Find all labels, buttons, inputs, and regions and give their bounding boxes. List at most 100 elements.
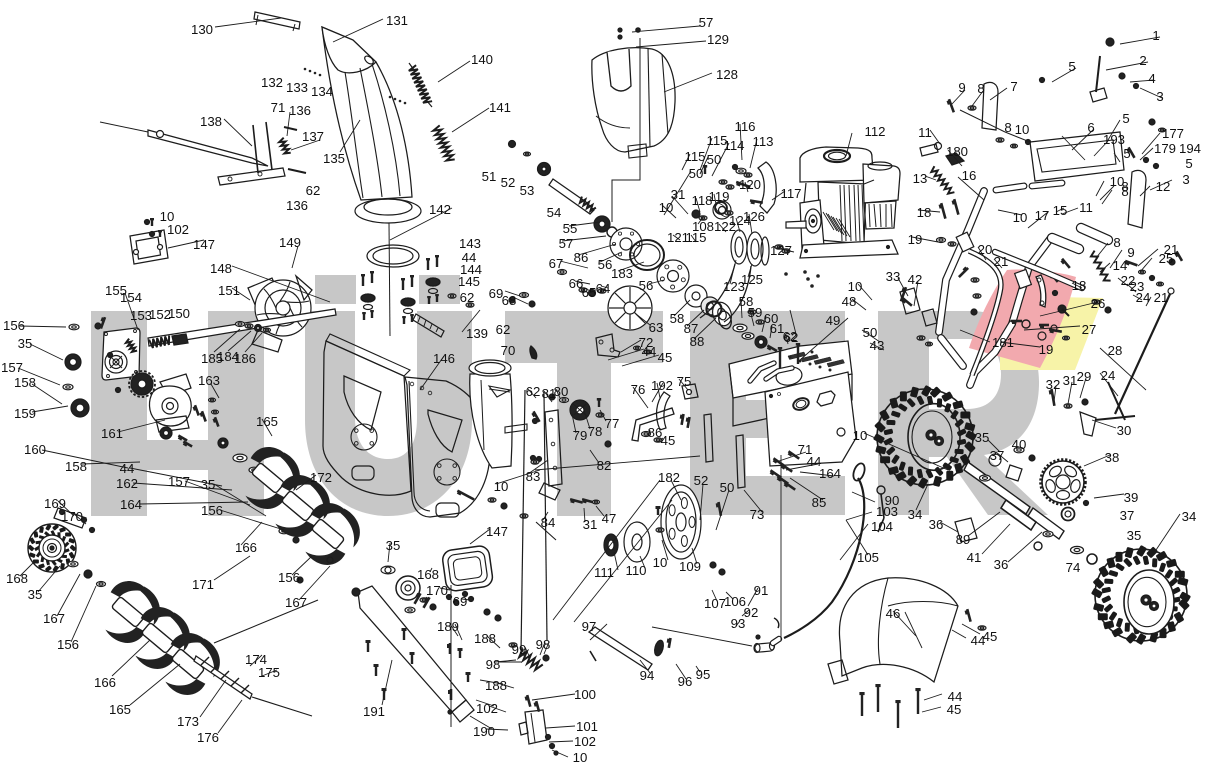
svg-text:10: 10 (494, 479, 509, 494)
svg-text:122: 122 (714, 219, 736, 234)
svg-text:50: 50 (863, 325, 878, 340)
svg-text:166: 166 (235, 540, 257, 555)
svg-text:89: 89 (956, 532, 971, 547)
svg-text:16: 16 (962, 168, 977, 183)
svg-text:71: 71 (271, 100, 286, 115)
svg-text:9: 9 (1127, 245, 1134, 260)
svg-text:160: 160 (24, 442, 46, 457)
svg-text:21: 21 (1154, 290, 1169, 305)
svg-text:164: 164 (819, 466, 841, 481)
svg-text:46: 46 (886, 606, 901, 621)
svg-text:11: 11 (918, 125, 932, 140)
svg-text:115: 115 (706, 133, 727, 148)
svg-text:86: 86 (648, 425, 663, 440)
svg-text:168: 168 (6, 571, 28, 586)
svg-text:5: 5 (1185, 156, 1192, 171)
svg-text:158: 158 (65, 459, 87, 474)
svg-text:156: 156 (57, 637, 79, 652)
svg-text:14: 14 (1113, 258, 1128, 273)
svg-text:129: 129 (707, 32, 729, 47)
svg-text:114: 114 (723, 138, 744, 153)
svg-text:62: 62 (783, 329, 798, 344)
svg-text:4: 4 (1148, 71, 1155, 86)
svg-text:44: 44 (971, 633, 986, 648)
svg-text:36: 36 (994, 557, 1009, 572)
svg-text:81: 81 (542, 386, 557, 401)
svg-text:132: 132 (261, 75, 283, 90)
svg-text:138: 138 (200, 114, 222, 129)
svg-text:188: 188 (485, 678, 507, 693)
svg-text:182: 182 (658, 470, 680, 485)
svg-text:35: 35 (28, 587, 43, 602)
svg-text:101: 101 (576, 719, 598, 734)
svg-text:5: 5 (1122, 111, 1129, 126)
svg-text:96: 96 (678, 674, 693, 689)
svg-text:97: 97 (582, 619, 597, 634)
svg-text:170: 170 (61, 509, 83, 524)
svg-text:161: 161 (101, 426, 123, 441)
svg-text:51: 51 (482, 169, 497, 184)
svg-text:76: 76 (631, 382, 646, 397)
svg-text:8: 8 (977, 81, 984, 96)
svg-text:21: 21 (1164, 242, 1179, 257)
svg-text:133: 133 (286, 80, 308, 95)
svg-text:18: 18 (917, 205, 932, 220)
svg-text:186: 186 (234, 351, 256, 366)
svg-text:85: 85 (812, 495, 827, 510)
svg-text:149: 149 (279, 235, 301, 250)
svg-text:136: 136 (289, 103, 311, 118)
svg-text:190: 190 (473, 724, 495, 739)
svg-text:33: 33 (886, 269, 901, 284)
svg-text:177: 177 (1162, 126, 1184, 141)
svg-text:107: 107 (704, 596, 726, 611)
svg-text:15: 15 (1053, 203, 1068, 218)
svg-text:125: 125 (741, 272, 763, 287)
svg-text:130: 130 (191, 22, 213, 37)
svg-text:2: 2 (1139, 53, 1146, 68)
svg-text:169: 169 (44, 496, 66, 511)
svg-text:50: 50 (720, 480, 735, 495)
svg-text:156: 156 (3, 318, 25, 333)
svg-text:117: 117 (780, 186, 801, 201)
svg-text:45: 45 (658, 350, 673, 365)
svg-text:69: 69 (489, 286, 504, 301)
svg-text:163: 163 (198, 373, 220, 388)
svg-text:80: 80 (554, 384, 569, 399)
svg-text:134: 134 (311, 84, 333, 99)
svg-text:154: 154 (120, 290, 142, 305)
svg-text:60: 60 (764, 311, 779, 326)
svg-text:150: 150 (168, 306, 190, 321)
svg-text:112: 112 (864, 124, 885, 139)
svg-text:61: 61 (770, 321, 785, 336)
svg-text:165: 165 (256, 414, 278, 429)
svg-text:10: 10 (653, 555, 668, 570)
svg-text:52: 52 (694, 473, 709, 488)
svg-text:37: 37 (1120, 508, 1135, 523)
svg-text:70: 70 (501, 343, 516, 358)
svg-text:83: 83 (526, 469, 541, 484)
svg-text:108: 108 (692, 219, 714, 234)
svg-text:75: 75 (677, 374, 692, 389)
svg-text:45: 45 (661, 433, 676, 448)
svg-text:52: 52 (501, 175, 516, 190)
svg-text:109: 109 (679, 559, 701, 574)
svg-text:36: 36 (929, 517, 944, 532)
svg-text:10: 10 (848, 279, 863, 294)
svg-text:31: 31 (1063, 373, 1078, 388)
svg-text:113: 113 (752, 134, 773, 149)
svg-text:84: 84 (541, 515, 556, 530)
svg-text:174: 174 (245, 652, 267, 667)
svg-text:99: 99 (512, 642, 527, 657)
svg-text:11: 11 (1079, 200, 1093, 215)
svg-text:115: 115 (685, 230, 706, 245)
svg-text:44: 44 (462, 250, 477, 265)
svg-text:63: 63 (649, 320, 664, 335)
svg-text:27: 27 (1082, 322, 1097, 337)
svg-text:131: 131 (386, 13, 408, 28)
svg-text:181: 181 (992, 335, 1014, 350)
svg-text:164: 164 (120, 497, 142, 512)
svg-text:53: 53 (520, 183, 535, 198)
svg-text:25: 25 (1159, 251, 1174, 266)
svg-text:192: 192 (651, 378, 673, 393)
svg-text:10: 10 (160, 209, 175, 224)
